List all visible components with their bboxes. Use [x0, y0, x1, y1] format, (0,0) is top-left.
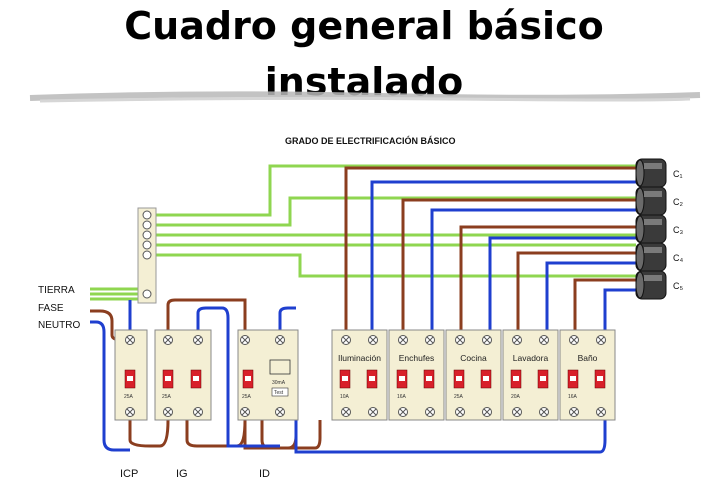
label-id: ID: [259, 468, 270, 480]
id-sensitivity: 30mA: [272, 380, 286, 386]
cable-end-5: C₅: [635, 270, 683, 300]
cable-tag-2: C₂: [673, 197, 683, 207]
title-underline: [29, 91, 701, 101]
cable-tag-4: C₄: [673, 253, 683, 263]
ig-rating: 25A: [162, 394, 172, 400]
diagram-heading: GRADO DE ELECTRIFICACIÓN BÁSICO: [285, 135, 456, 146]
label-earth: TIERRA: [38, 285, 75, 296]
circuit-rating-1: 10A: [340, 394, 350, 400]
cable-end-2: C₂: [635, 186, 683, 216]
circuit-rating-5: 16A: [568, 394, 578, 400]
earth-bar-screws: [142, 210, 152, 299]
id-symbol: [269, 359, 291, 375]
label-ig: IG: [176, 468, 188, 480]
circuit-name-1: Iluminación: [338, 353, 381, 363]
icp-rating: 25A: [124, 394, 134, 400]
circuit-name-5: Baño: [578, 353, 598, 363]
cable-tag-5: C₅: [673, 281, 683, 291]
id-rating: 25A: [242, 394, 252, 400]
neutral-wires: [90, 180, 636, 454]
circuit-rating-2: 16A: [397, 394, 407, 400]
id-test-label: Test: [274, 390, 284, 396]
label-icp: ICP: [120, 468, 138, 480]
circuit-name-2: Enchufes: [399, 353, 434, 363]
cable-end-3: C₃: [635, 214, 683, 244]
circuit-rating-4: 20A: [511, 394, 521, 400]
cable-end-1: C₁: [635, 158, 683, 188]
id-test-button: [271, 387, 289, 397]
cable-end-4: C₄: [635, 242, 683, 272]
earth-wires: [90, 164, 636, 301]
title-line-1: Cuadro general básico: [124, 4, 604, 48]
cable-tag-3: C₃: [673, 225, 683, 235]
circuit-name-3: Cocina: [460, 353, 487, 363]
circuit-rating-3: 25A: [454, 394, 464, 400]
label-neutral: NEUTRO: [38, 320, 80, 331]
cable-tag-1: C₁: [673, 169, 683, 179]
label-phase: FASE: [38, 303, 64, 314]
circuit-name-4: Lavadora: [513, 353, 549, 363]
